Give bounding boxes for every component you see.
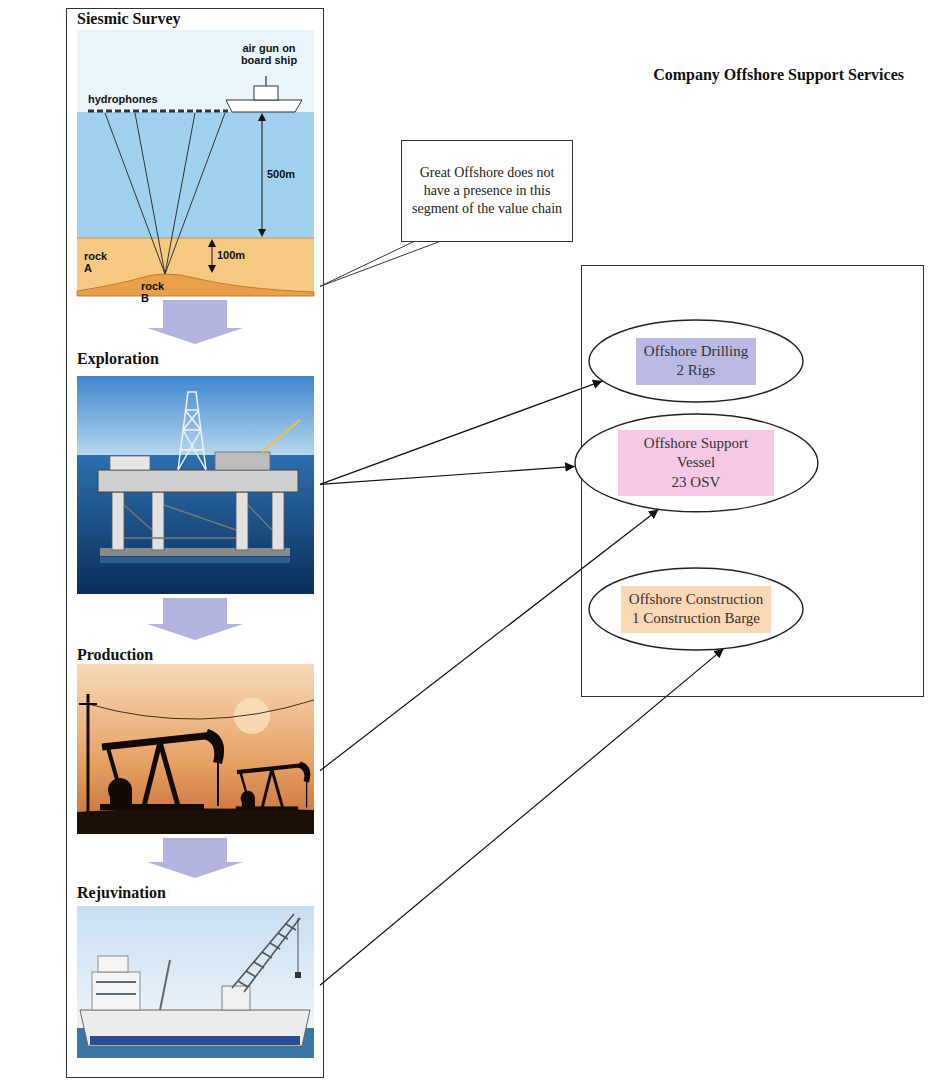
picture-label: rock B xyxy=(141,280,164,304)
ground xyxy=(77,808,314,834)
sky xyxy=(77,376,314,456)
ship-mast xyxy=(265,76,266,86)
value-chain-frame xyxy=(67,9,324,1078)
crane-boom xyxy=(232,914,300,992)
ellipse-shape xyxy=(575,414,818,512)
service-tag: Offshore Construction1 Construction Barg… xyxy=(621,586,771,633)
service-count: 2 Rigs xyxy=(644,361,748,381)
flow-arrow xyxy=(147,838,243,878)
seismic-ray xyxy=(105,113,225,274)
crane-hook xyxy=(295,972,301,978)
connector-arrow xyxy=(320,381,602,485)
rig-column xyxy=(112,492,124,550)
service-name: Offshore Support Vessel xyxy=(626,434,766,473)
connector-arrow xyxy=(320,649,724,986)
service-ellipse: Offshore Support Vessel23 OSV xyxy=(574,413,819,513)
callout-box: Great Offshore does not have a presence … xyxy=(401,140,573,242)
callout-text: Great Offshore does not have a presence … xyxy=(410,164,564,219)
stage-box: Exploration xyxy=(70,348,320,596)
rig-crane xyxy=(262,420,300,452)
rock-layer xyxy=(77,238,314,296)
picture-label: rock A xyxy=(84,250,107,274)
windows xyxy=(96,982,136,994)
derrick xyxy=(178,392,206,470)
service-tag: Offshore Support Vessel23 OSV xyxy=(618,430,774,497)
pumpjack xyxy=(100,729,224,810)
rig-brace xyxy=(124,505,272,538)
ship-hull xyxy=(226,100,302,112)
crane-cable xyxy=(298,918,299,972)
sky xyxy=(77,664,314,834)
callout-pointer xyxy=(320,241,441,286)
panel-title: Company Offshore Support Services xyxy=(653,66,904,84)
pontoon xyxy=(100,548,290,556)
pumpjack xyxy=(236,761,310,810)
barge-hull xyxy=(80,1010,310,1046)
rig-column xyxy=(272,492,284,550)
superstructure xyxy=(98,956,128,972)
rejuvination-photo xyxy=(77,906,314,1058)
rig-column xyxy=(152,492,164,550)
sky xyxy=(77,30,314,112)
service-name: Offshore Drilling xyxy=(644,342,748,362)
service-count: 23 OSV xyxy=(626,473,766,493)
service-tag: Offshore Drilling2 Rigs xyxy=(636,338,756,385)
picture-label: air gun on board ship xyxy=(232,42,306,66)
deck-module xyxy=(215,452,270,470)
service-ellipse: Offshore Construction1 Construction Barg… xyxy=(588,567,804,651)
rig-deck xyxy=(98,470,298,492)
service-ellipse: Offshore Drilling2 Rigs xyxy=(588,319,804,403)
picture-label: hydrophones xyxy=(88,93,158,105)
ship-cabin xyxy=(254,86,278,100)
seismic-illustration xyxy=(77,30,314,296)
flow-arrow xyxy=(147,300,243,344)
stage-title: Exploration xyxy=(77,350,159,368)
services-panel: Company Offshore Support ServicesOffshor… xyxy=(581,265,924,697)
rig-column xyxy=(236,492,248,550)
rock-mound xyxy=(77,274,314,296)
hull-band xyxy=(90,1036,300,1045)
sea xyxy=(77,455,314,594)
exploration-photo xyxy=(77,376,314,594)
connector-arrow xyxy=(320,466,575,484)
stage-title: Siesmic Survey xyxy=(77,10,181,28)
power-pole xyxy=(87,694,90,812)
ellipse-shape xyxy=(589,320,803,402)
flow-arrow xyxy=(147,598,243,640)
power-wire xyxy=(88,700,314,719)
mast xyxy=(160,960,170,1010)
connector-arrow xyxy=(320,509,658,770)
picture-label: 500m xyxy=(267,168,295,180)
ellipse-shape xyxy=(589,568,803,650)
deck-module xyxy=(110,456,150,470)
hydrophone-streamer xyxy=(88,110,228,113)
seismic-ray xyxy=(135,113,195,274)
picture-label: 100m xyxy=(217,249,245,261)
stage-box: Production xyxy=(70,644,320,836)
depth-arrow xyxy=(212,244,213,268)
superstructure xyxy=(92,972,140,1010)
depth-arrow xyxy=(262,118,263,232)
service-count: 1 Construction Barge xyxy=(629,609,763,629)
water xyxy=(77,112,314,238)
stage-box: Rejuvination xyxy=(70,882,320,1060)
stage-title: Production xyxy=(77,646,153,664)
reflection xyxy=(100,557,290,563)
arrow-head xyxy=(258,113,266,237)
seabed-line xyxy=(77,238,314,239)
arrow-head xyxy=(208,239,216,273)
stage-title: Rejuvination xyxy=(77,884,166,902)
service-name: Offshore Construction xyxy=(629,590,763,610)
production-photo xyxy=(77,664,314,834)
